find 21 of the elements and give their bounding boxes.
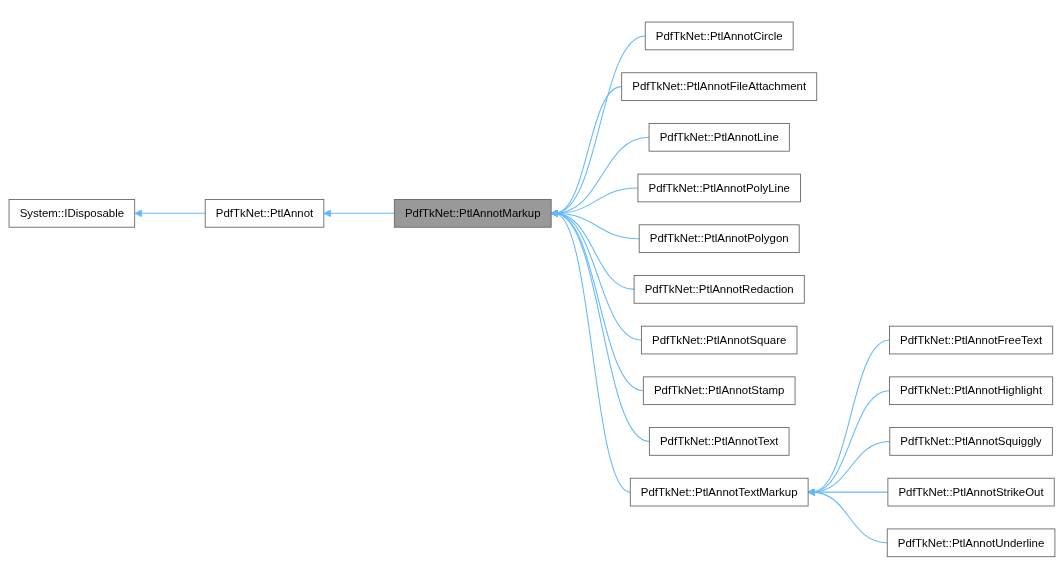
arrow xyxy=(323,209,395,218)
node-box: PdfTkNet::PtlAnnotTextMarkup xyxy=(629,477,809,507)
node-box: PdfTkNet::PtlAnnotFileAttachment xyxy=(621,72,818,102)
node-box: PdfTkNet::PtlAnnotMarkup xyxy=(393,199,552,228)
arrow xyxy=(807,488,888,544)
node-box: PdfTkNet::PtlAnnotSquiggly xyxy=(889,427,1053,456)
node-box: PdfTkNet::PtlAnnotLine xyxy=(648,123,790,152)
node-box: PdfTkNet::PtlAnnotSquare xyxy=(641,325,798,355)
node-box: PdfTkNet::PtlAnnotCircle xyxy=(644,21,794,51)
node-box: PdfTkNet::PtlAnnotStamp xyxy=(642,376,796,406)
node-box: PdfTkNet::PtlAnnotStrikeOut xyxy=(887,477,1055,507)
node-box: PdfTkNet::PtlAnnotHighlight xyxy=(889,376,1054,406)
node-box: PdfTkNet::PtlAnnot xyxy=(204,199,325,228)
node-box: System::IDisposable xyxy=(8,199,136,228)
node-box: PdfTkNet::PtlAnnotRedaction xyxy=(633,275,805,304)
arrow xyxy=(134,209,206,218)
node-box: PdfTkNet::PtlAnnotPolyLine xyxy=(637,173,801,203)
node-box: PdfTkNet::PtlAnnotFreeText xyxy=(889,325,1054,355)
node-box: PdfTkNet::PtlAnnotUnderline xyxy=(886,528,1056,558)
node-box: PdfTkNet::PtlAnnotPolygon xyxy=(638,224,800,254)
node-box: PdfTkNet::PtlAnnotText xyxy=(648,427,790,456)
